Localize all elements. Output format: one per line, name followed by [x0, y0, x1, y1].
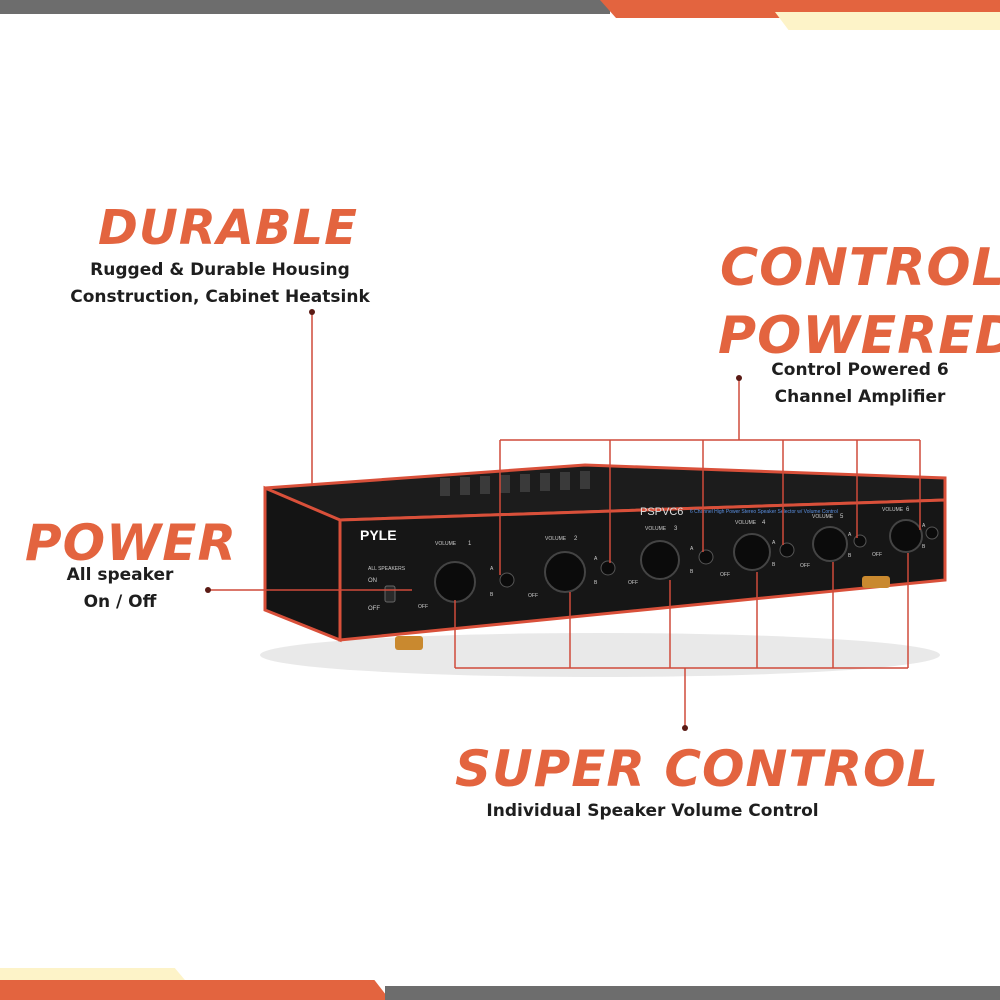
super-control-title: SUPER CONTROL: [455, 740, 940, 798]
channel-3-number: 3: [674, 526, 678, 532]
channel-1-volume-label: VOLUME: [435, 541, 457, 547]
top-yellow-stripe: [775, 12, 1000, 30]
channel-2-b-label: B: [594, 580, 598, 586]
control-powered-line1: Control Powered 6: [771, 360, 949, 380]
device-shadow: [260, 633, 940, 677]
channel-6-volume-label: VOLUME: [882, 507, 904, 513]
device-foot-left: [395, 636, 423, 650]
power-line2: On / Off: [83, 592, 157, 612]
channel-5-volume-knob[interactable]: [812, 526, 848, 562]
channel-4-volume-label: VOLUME: [735, 520, 757, 526]
channel-4-off-label: OFF: [720, 572, 730, 578]
top-gray-stripe: [0, 0, 610, 14]
control-powered-callout-dot: [736, 375, 742, 381]
channel-2-volume-label: VOLUME: [545, 536, 567, 542]
power-callout-dot: [205, 587, 211, 593]
durable-line2: Construction, Cabinet Heatsink: [70, 287, 370, 307]
bottom-orange-stripe: [0, 980, 390, 1000]
channel-1-number: 1: [468, 541, 472, 547]
control-powered-title-line2: POWERED: [718, 306, 1000, 366]
channel-2: VOLUME 2 OFF A B: [528, 536, 616, 599]
channel-3-off-label: OFF: [628, 580, 638, 586]
channel-4-number: 4: [762, 520, 766, 526]
model-label: PSPVC6: [640, 506, 683, 518]
all-speakers-on-label: ON: [368, 578, 377, 584]
channel-3: VOLUME 3 OFF A B: [628, 526, 714, 586]
channel-5-b-label: B: [848, 553, 852, 559]
channel-5-number: 5: [840, 514, 844, 520]
durable-title: DURABLE: [98, 200, 358, 256]
channel-2-volume-knob[interactable]: [544, 551, 586, 593]
callout-dots: [205, 309, 742, 731]
channel-4-b-label: B: [772, 562, 776, 568]
callout-lines: [208, 312, 921, 728]
channel-4-volume-knob[interactable]: [733, 533, 771, 571]
channel-6-volume-knob[interactable]: [889, 519, 923, 553]
bottom-gray-stripe: [385, 986, 1000, 1000]
channel-1-ab-button[interactable]: [499, 572, 515, 588]
channel-6-number: 6: [906, 507, 910, 513]
channel-4-ab-button[interactable]: [779, 542, 795, 558]
channel-5-volume-label: VOLUME: [812, 514, 834, 520]
channel-4-a-label: A: [772, 540, 776, 546]
control-powered-title-line1: CONTROL: [720, 238, 1000, 298]
power-line1: All speaker: [66, 565, 174, 585]
channel-3-b-label: B: [690, 569, 694, 575]
channel-2-ab-button[interactable]: [600, 560, 616, 576]
channel-6: VOLUME 6 OFF A B: [872, 507, 939, 558]
channel-6-ab-button[interactable]: [925, 526, 939, 540]
durable-callout-dot: [309, 309, 315, 315]
brand-logo: PYLE: [360, 527, 397, 543]
channel-2-off-label: OFF: [528, 593, 538, 599]
super-control-line1: Individual Speaker Volume Control: [486, 801, 819, 821]
control-powered-line2: Channel Amplifier: [774, 387, 946, 407]
channel-5-a-label: A: [848, 532, 852, 538]
channel-3-ab-button[interactable]: [698, 549, 714, 565]
heatsink-vents: [440, 471, 590, 496]
model-description: 6 Channel High Power Stereo Speaker Sele…: [690, 509, 838, 515]
channel-3-volume-knob[interactable]: [640, 540, 680, 580]
all-speakers-power-switch[interactable]: [384, 585, 396, 603]
channel-3-a-label: A: [690, 546, 694, 552]
channel-1-off-label: OFF: [418, 604, 428, 610]
channel-4: VOLUME 4 OFF A B: [720, 520, 795, 578]
power-title: POWER: [25, 514, 237, 572]
super-control-callout-dot: [682, 725, 688, 731]
channel-5-off-label: OFF: [800, 563, 810, 569]
channel-1-b-label: B: [490, 592, 494, 598]
all-speakers-off-label: OFF: [368, 606, 380, 612]
all-speakers-label: ALL SPEAKERS: [368, 566, 406, 572]
channel-5-ab-button[interactable]: [853, 534, 867, 548]
channel-1: VOLUME 1 OFF A B: [418, 541, 515, 610]
device-foot-right: [862, 576, 890, 588]
channel-3-volume-label: VOLUME: [645, 526, 667, 532]
device-front-panel: [338, 498, 947, 642]
channel-2-a-label: A: [594, 556, 598, 562]
channel-6-b-label: B: [922, 544, 926, 550]
channel-2-number: 2: [574, 536, 578, 542]
channel-1-volume-knob[interactable]: [434, 561, 476, 603]
durable-line1: Rugged & Durable Housing: [90, 260, 350, 280]
channel-6-off-label: OFF: [872, 552, 882, 558]
channel-1-a-label: A: [490, 566, 494, 572]
channel-5: VOLUME 5 OFF A B: [800, 514, 867, 569]
channel-6-a-label: A: [922, 523, 926, 529]
